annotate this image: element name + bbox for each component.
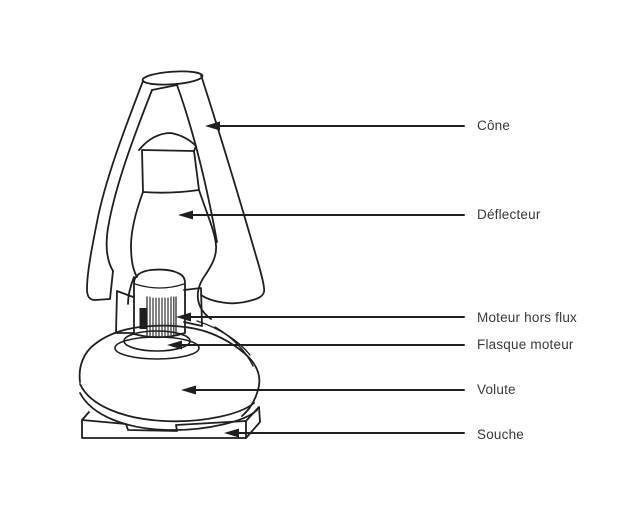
part-label-souche: Souche: [477, 427, 524, 442]
part-label-cone: Cône: [477, 118, 511, 133]
cone-drawing: [86, 70, 266, 305]
motor-flange-drawing: [114, 330, 200, 360]
arrow-flasque-moteur: [167, 340, 465, 350]
deflector-drawing: [127, 132, 217, 320]
part-label-flasque-moteur: Flasque moteur: [477, 337, 574, 352]
leader-arrows: [167, 121, 465, 438]
motor-nameplate: [139, 308, 147, 329]
arrow-moteur-hors-flux: [176, 312, 465, 322]
part-label-volute: Volute: [477, 382, 516, 397]
arrow-cone: [205, 121, 465, 131]
base-drawing: [81, 406, 261, 439]
part-label-moteur-hors-flux: Moteur hors flux: [477, 310, 577, 325]
part-label-deflecteur: Déflecteur: [477, 207, 541, 222]
arrow-volute: [181, 385, 465, 395]
arrow-souche: [224, 428, 465, 438]
arrow-deflecteur: [178, 210, 465, 220]
